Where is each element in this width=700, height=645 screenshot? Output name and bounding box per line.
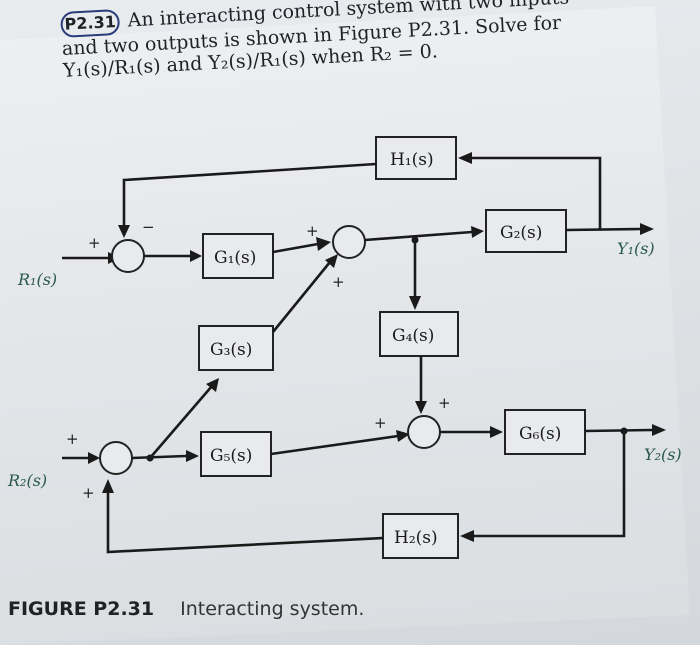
g1-block: G₁(s) bbox=[202, 233, 274, 279]
g3-to-sum2-arrow bbox=[325, 254, 338, 268]
y1-to-h1-line bbox=[472, 156, 602, 229]
r2-label: R₂(s) bbox=[7, 471, 47, 490]
g5-block: G₅(s) bbox=[200, 431, 272, 477]
g4-label: G₄(s) bbox=[392, 326, 434, 346]
sum4-plus-left: + bbox=[374, 414, 387, 432]
h1-to-sum1-arrow bbox=[118, 225, 130, 238]
summing-junction-3 bbox=[99, 441, 133, 475]
sum2-to-g2-arrow bbox=[471, 226, 484, 238]
h1-to-sum1-line bbox=[122, 162, 377, 226]
sum1-to-g1-arrow bbox=[190, 250, 202, 262]
y1-output-arrow bbox=[640, 223, 654, 235]
g6-label: G₆(s) bbox=[519, 424, 561, 444]
g3-label: G₃(s) bbox=[210, 340, 252, 360]
g3-to-sum2-line bbox=[271, 261, 332, 333]
r1-label: R₁(s) bbox=[17, 270, 57, 289]
summing-junction-2 bbox=[332, 225, 366, 259]
g2-block: G₂(s) bbox=[485, 209, 567, 253]
summing-junction-4 bbox=[407, 415, 441, 449]
sum3-plus-left: + bbox=[66, 430, 79, 448]
g4-block: G₄(s) bbox=[379, 311, 459, 357]
g6-to-y2-line bbox=[584, 428, 653, 433]
y2-to-h2-arrow bbox=[460, 530, 474, 542]
g1-label: G₁(s) bbox=[214, 248, 256, 268]
g5-label: G₅(s) bbox=[210, 446, 252, 466]
g1-to-sum2-line bbox=[272, 242, 319, 254]
sum2-plus-bottom: + bbox=[332, 273, 345, 291]
sum4-plus-top: + bbox=[438, 394, 451, 412]
r2-input-arrow bbox=[88, 452, 100, 464]
summing-junction-1 bbox=[111, 239, 145, 273]
g6-block: G₆(s) bbox=[504, 409, 586, 455]
y2-output-arrow bbox=[652, 424, 666, 436]
h1-block: H₁(s) bbox=[375, 136, 457, 180]
pickoff-to-g4-arrow bbox=[409, 296, 421, 310]
h1-label: H₁(s) bbox=[390, 150, 434, 170]
sum1-minus-sign: − bbox=[142, 218, 155, 236]
sum2-to-g2-line bbox=[364, 230, 473, 242]
y2-to-h2-line bbox=[474, 431, 626, 538]
pickoff-to-g3-line bbox=[149, 385, 213, 459]
sum4-to-g6-arrow bbox=[490, 426, 503, 438]
h2-label: H₂(s) bbox=[394, 528, 438, 548]
sum1-plus-sign: + bbox=[88, 234, 101, 252]
g1-to-sum2-arrow bbox=[316, 237, 331, 251]
g5-to-sum4-line bbox=[270, 434, 399, 456]
h2-block: H₂(s) bbox=[382, 513, 459, 559]
h2-to-sum3-arrow bbox=[102, 479, 114, 493]
y2-label: Y₂(s) bbox=[644, 445, 682, 464]
sum2-plus-top: + bbox=[306, 222, 319, 240]
h2-to-sum3-line bbox=[106, 492, 384, 554]
pickoff-to-g3-arrow bbox=[206, 378, 219, 392]
sum3-to-g5-arrow bbox=[186, 450, 199, 462]
g2-to-y1-line bbox=[565, 227, 641, 232]
figure-number: FIGURE P2.31 bbox=[8, 598, 155, 620]
y1-to-h1-arrow bbox=[458, 152, 472, 164]
g5-to-sum4-arrow bbox=[396, 430, 410, 442]
sum3-plus-bottom: + bbox=[82, 484, 95, 502]
g4-to-sum4-arrow bbox=[415, 401, 427, 414]
figure-title: Interacting system. bbox=[180, 598, 365, 620]
sum3-to-g5-line bbox=[131, 454, 187, 460]
y1-label: Y₁(s) bbox=[617, 239, 655, 258]
g2-label: G₂(s) bbox=[500, 223, 542, 243]
figure-caption: FIGURE P2.31 Interacting system. bbox=[8, 598, 364, 620]
g3-block: G₃(s) bbox=[198, 325, 274, 371]
